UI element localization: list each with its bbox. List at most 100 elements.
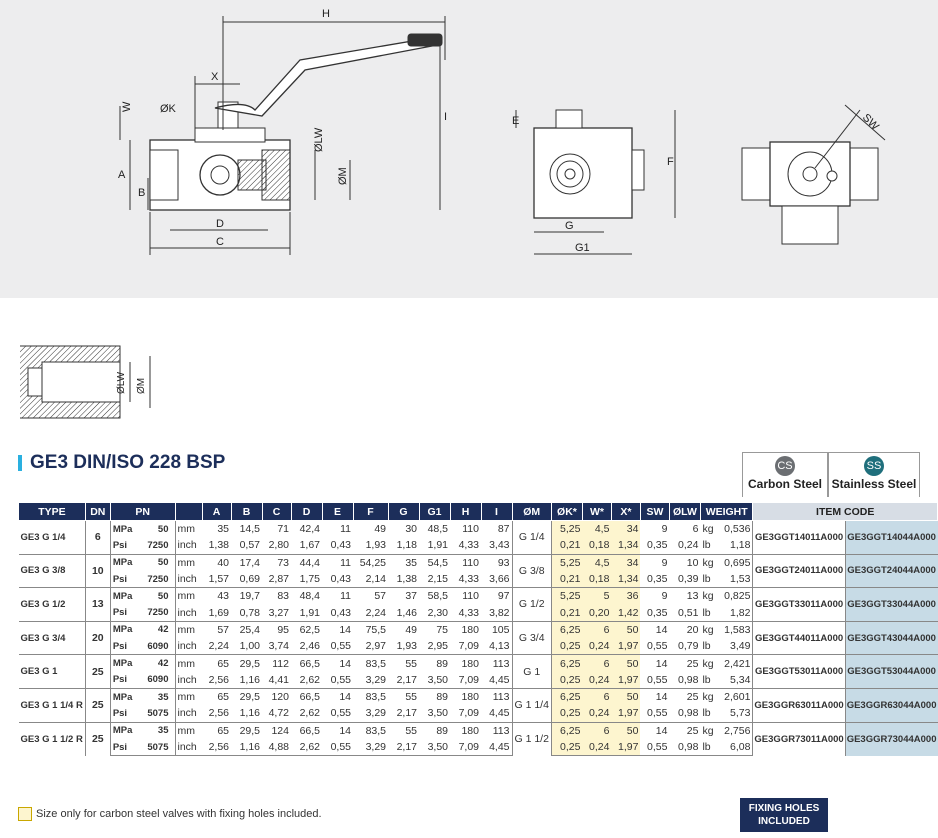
front-view xyxy=(119,16,446,255)
dimension-cell: 89 xyxy=(419,654,450,672)
item-code-carbon-steel: GE3GGR73011A000 xyxy=(752,721,846,756)
header-cell-item-code: ITEM CODE xyxy=(752,502,938,521)
dimension-cell: 29,5 xyxy=(231,654,262,672)
weight-unit-cell: lb xyxy=(702,606,711,619)
dimension-cell: 112 xyxy=(262,654,291,672)
weight-cell: 5,34 xyxy=(729,673,751,686)
carbon-only-cell: 6,25 xyxy=(551,687,583,706)
port-label-om: ØM xyxy=(136,378,147,394)
carbon-only-cell: 0,18 xyxy=(582,570,612,588)
carbon-only-cell: 0,25 xyxy=(551,738,583,757)
pn-cell: 42 xyxy=(139,654,176,672)
item-code-stainless-steel: GE3GGT24044A000 xyxy=(844,553,938,588)
dimension-cell: 1,91 xyxy=(427,539,448,552)
header-cell: G1 xyxy=(418,502,451,521)
dim-label-f: F xyxy=(667,156,674,168)
dimension-cell: 0,98 xyxy=(678,673,699,686)
dimension-cell: 0,55 xyxy=(640,738,670,757)
carbon-only-cell: 5,25 xyxy=(551,587,583,605)
dimension-cell: 1,38 xyxy=(396,573,417,586)
dimension-cell: 93 xyxy=(481,553,512,571)
dimension-cell: 71 xyxy=(262,520,291,538)
pn-cell: 50 xyxy=(139,553,176,571)
dimension-cell: 17,4 xyxy=(231,553,262,571)
om-cell: G 1 xyxy=(511,654,552,689)
dim-label-ok: ØK xyxy=(160,103,177,115)
dimension-cell: 30 xyxy=(388,520,419,538)
carbon-only-cell: 0,24 xyxy=(582,671,612,689)
unit-cell: mm xyxy=(175,654,202,672)
dimension-cell: 3,29 xyxy=(365,707,386,720)
cs-icon: CS xyxy=(775,456,795,476)
dimension-cell: 14 xyxy=(322,654,353,672)
dimension-cell: 4,33 xyxy=(458,573,479,586)
dimension-cell: 25 xyxy=(669,654,701,672)
dn-cell: 10 xyxy=(85,553,111,588)
dimension-cell: 49 xyxy=(388,620,419,639)
dimension-cell: 55 xyxy=(388,721,419,739)
dimension-cell: 11 xyxy=(322,587,353,605)
dimension-cell: 2,46 xyxy=(299,640,320,653)
dimension-cell: 4,45 xyxy=(489,673,510,686)
dimension-cell: 110 xyxy=(450,553,481,571)
pn-unit-cell: Psi xyxy=(112,707,128,719)
header-cell: C xyxy=(261,502,292,521)
dimension-cell: 0,39 xyxy=(678,573,699,586)
dimension-cell: 0,55 xyxy=(330,707,351,720)
unit-cell: mm xyxy=(175,587,202,605)
header-cell: PN xyxy=(109,502,176,521)
footnote-text: Size only for carbon steel valves with f… xyxy=(36,808,322,820)
weight-cell: 3,49 xyxy=(729,640,751,653)
header-cell: ØM xyxy=(511,502,552,521)
dimension-cell: 2,17 xyxy=(396,707,417,720)
specification-table: TYPE DN PN A B C D E F G G1 H I ØM ØK* W… xyxy=(18,502,938,757)
header-cell: E xyxy=(321,502,354,521)
dimension-cell: 11 xyxy=(322,553,353,571)
header-cell: D xyxy=(290,502,323,521)
dimension-cell: 25 xyxy=(669,687,701,706)
header-cell: ØK* xyxy=(550,502,583,521)
header-cell xyxy=(174,502,203,521)
weight-unit-cell: kg xyxy=(700,553,718,571)
dimension-cell: 95 xyxy=(262,620,291,639)
dimension-cell: 14 xyxy=(640,687,670,706)
dimension-cell: 4,45 xyxy=(481,738,512,757)
material-stainless-steel: SS Stainless Steel xyxy=(828,452,920,497)
dimension-cell: 180 xyxy=(450,687,481,706)
unit-cell: inch xyxy=(175,738,202,757)
dimension-cell: 6 xyxy=(669,520,701,538)
dimension-cell: 7,09 xyxy=(458,673,479,686)
dimension-cell: 0,55 xyxy=(647,673,668,686)
dimension-cell: 25,4 xyxy=(231,620,262,639)
dimension-cell: 2,62 xyxy=(299,707,320,720)
dimension-cell: 4,33 xyxy=(458,606,479,619)
item-code-stainless-steel: GE3GGR73044A000 xyxy=(844,721,938,756)
carbon-only-cell: 4,5 xyxy=(582,553,612,571)
item-code-stainless-steel: GE3GGR63044A000 xyxy=(844,687,938,723)
unit-cell: mm xyxy=(175,687,202,706)
footnote: Size only for carbon steel valves with f… xyxy=(18,807,322,821)
carbon-only-cell: 0,24 xyxy=(582,705,612,723)
table-header-row: TYPE DN PN A B C D E F G G1 H I ØM ØK* W… xyxy=(18,502,938,521)
valve-drawings-svg: H X W ØK ØLW ØM A B D C I E F G xyxy=(118,8,886,255)
dimension-cell: 1,00 xyxy=(239,640,260,653)
dimension-cell: 9 xyxy=(640,553,670,571)
type-cell: GE3 G 1 1/2 R xyxy=(18,721,86,756)
dimension-cell: 4,72 xyxy=(268,707,289,720)
dimension-cell: 66,5 xyxy=(291,654,322,672)
dimension-cell: 110 xyxy=(450,587,481,605)
carbon-only-cell: 4,5 xyxy=(582,520,612,538)
dimension-cell: 2,56 xyxy=(208,673,229,686)
dimension-cell: 55 xyxy=(388,687,419,706)
pn-cell: 50 xyxy=(139,520,176,538)
item-code-carbon-steel: GE3GGT53011A000 xyxy=(752,654,846,689)
carbon-only-cell: 5 xyxy=(582,587,612,605)
dimension-cell: 3,74 xyxy=(268,640,289,653)
pn-cell: 6090 xyxy=(139,671,176,689)
fixing-holes-label: FIXING HOLES INCLUDED xyxy=(740,798,828,832)
dimension-cell: 0,35 xyxy=(647,606,668,619)
weight-cell: 2,601 xyxy=(717,687,753,706)
